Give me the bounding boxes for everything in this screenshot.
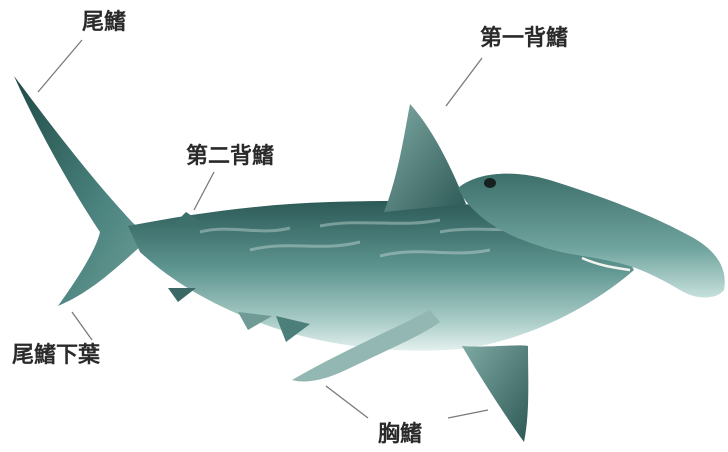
first-dorsal-fin-shape [384, 104, 466, 212]
leader-lines [37, 39, 489, 419]
left-pectoral-fin-shape [292, 310, 440, 382]
label-second-dorsal-fin: 第二背鰭 [186, 144, 275, 169]
second-dorsal-fin-shape [172, 212, 204, 226]
label-tail-fin: 尾鰭 [82, 10, 127, 35]
leader-line-tail [37, 39, 83, 93]
leader-line-second-dorsal [193, 171, 215, 211]
leader-line-lower-lobe [71, 311, 93, 341]
right-pectoral-fin-shape [462, 345, 529, 442]
shark-mouth [581, 256, 631, 272]
leader-line-pectoral-left [325, 385, 369, 419]
anal-fin-shape [238, 312, 272, 330]
hammer-head-shape [458, 173, 725, 298]
caudal-keel-shape [168, 288, 196, 302]
label-first-dorsal-fin: 第一背鰭 [480, 26, 569, 51]
pelvic-fin-shape [276, 316, 310, 342]
tail-fin-shape [14, 76, 150, 306]
shark-eye [484, 178, 496, 188]
label-tail-lower-lobe: 尾鰭下葉 [12, 343, 101, 368]
leader-line-pectoral-right [447, 409, 489, 419]
shark-body-shape [128, 201, 634, 351]
label-pectoral-fin: 胸鰭 [378, 422, 423, 447]
leader-line-first-dorsal [445, 57, 483, 107]
